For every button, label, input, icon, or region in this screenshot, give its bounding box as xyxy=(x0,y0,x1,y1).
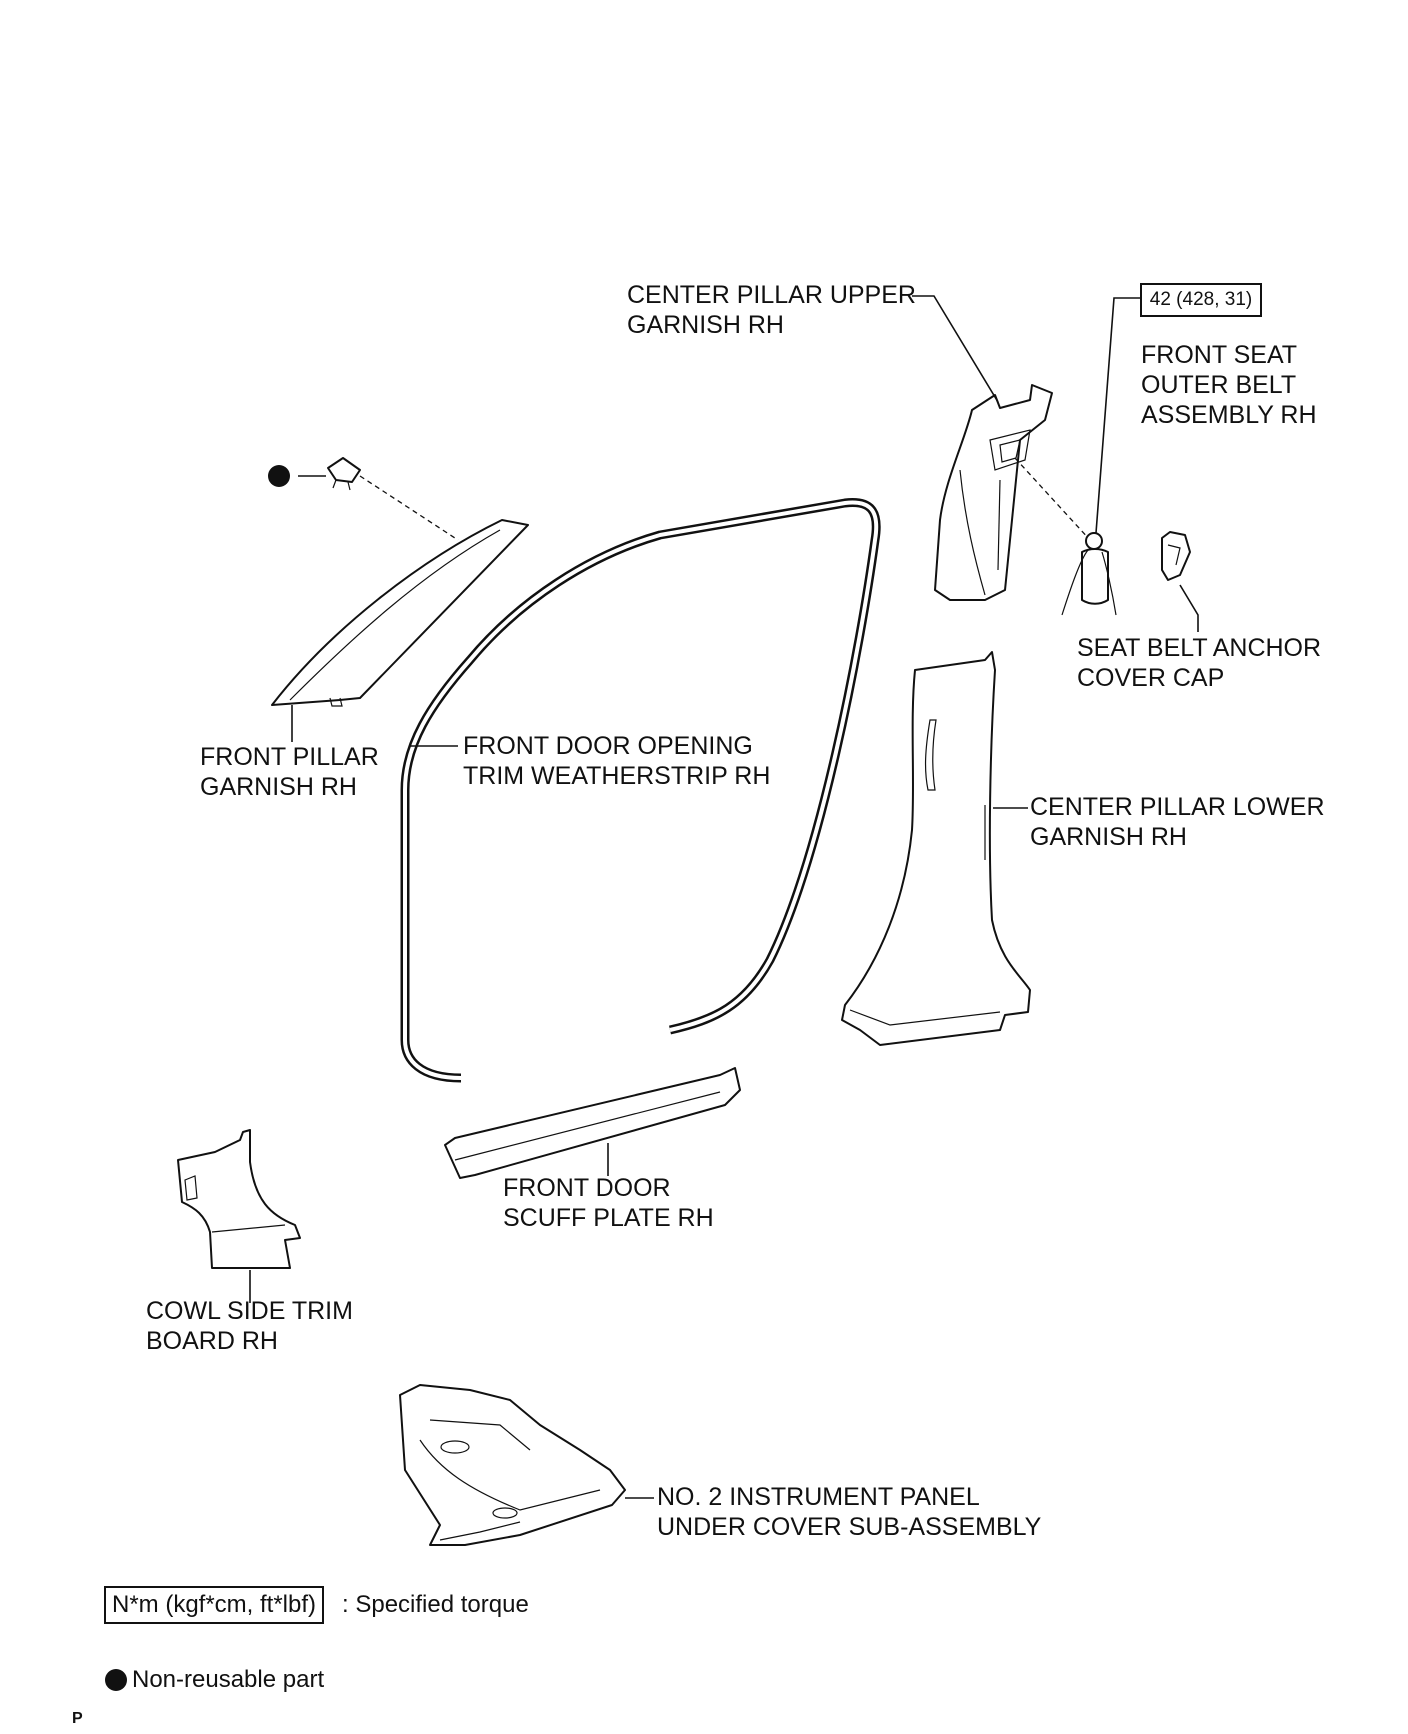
label-line: SEAT BELT ANCHOR xyxy=(1077,634,1322,662)
page-letter: P xyxy=(72,1710,83,1727)
front-door-scuff-plate xyxy=(444,1067,741,1179)
instrument-panel-under-cover xyxy=(399,1384,626,1546)
label-cowl-side-trim: COWL SIDE TRIM BOARD RH xyxy=(146,1296,353,1356)
label-line: FRONT SEAT xyxy=(1141,341,1298,369)
front-seat-belt-anchor xyxy=(1061,532,1117,616)
label-line: GARNISH RH xyxy=(627,311,784,339)
label-line: NO. 2 INSTRUMENT PANEL xyxy=(657,1483,980,1511)
label-line: TRIM WEATHERSTRIP RH xyxy=(463,762,771,790)
front-door-weatherstrip xyxy=(400,498,881,1083)
label-line: FRONT DOOR xyxy=(503,1174,671,1202)
label-instrument-under-cover: NO. 2 INSTRUMENT PANEL UNDER COVER SUB-A… xyxy=(657,1482,1041,1542)
label-line: FRONT DOOR OPENING xyxy=(463,732,753,760)
label-front-seat-belt: FRONT SEAT OUTER BELT ASSEMBLY RH xyxy=(1141,340,1317,430)
front-pillar-garnish xyxy=(271,519,529,707)
label-line: COWL SIDE TRIM xyxy=(146,1297,353,1325)
label-center-pillar-upper: CENTER PILLAR UPPER GARNISH RH xyxy=(627,280,916,340)
center-pillar-lower-garnish xyxy=(841,651,1031,1046)
label-line: CENTER PILLAR UPPER xyxy=(627,281,916,309)
label-center-pillar-lower: CENTER PILLAR LOWER GARNISH RH xyxy=(1030,792,1325,852)
clip-part xyxy=(327,457,361,491)
dashed-clip-to-garnish xyxy=(359,475,459,541)
dashed-upper-to-belt xyxy=(1014,457,1091,541)
label-line: FRONT PILLAR xyxy=(200,743,379,771)
legend-non-reusable-icon xyxy=(105,1669,127,1691)
label-line: UNDER COVER SUB-ASSEMBLY xyxy=(657,1513,1042,1541)
label-line: SCUFF PLATE RH xyxy=(503,1204,714,1232)
torque-value-box: 42 (428, 31) xyxy=(1140,283,1262,317)
label-front-door-scuff: FRONT DOOR SCUFF PLATE RH xyxy=(503,1173,714,1233)
label-line: ASSEMBLY RH xyxy=(1141,401,1317,429)
legend-torque-desc: : Specified torque xyxy=(342,1591,529,1618)
non-reusable-marker-icon xyxy=(268,465,290,487)
cowl-side-trim-board xyxy=(177,1129,301,1269)
label-line: CENTER PILLAR LOWER xyxy=(1030,793,1325,821)
label-seat-belt-anchor-cap: SEAT BELT ANCHOR COVER CAP xyxy=(1077,633,1321,693)
leader-cover-cap xyxy=(1179,584,1199,632)
label-line: COVER CAP xyxy=(1077,664,1225,692)
leader-center-pillar-upper xyxy=(912,295,999,403)
center-pillar-upper-garnish xyxy=(934,384,1053,601)
label-front-door-weatherstrip: FRONT DOOR OPENING TRIM WEATHERSTRIP RH xyxy=(463,731,770,791)
seat-belt-anchor-cover-cap xyxy=(1161,531,1191,581)
label-line: OUTER BELT xyxy=(1141,371,1297,399)
legend-non-reusable-text: Non-reusable part xyxy=(132,1666,325,1693)
label-line: GARNISH RH xyxy=(200,773,357,801)
label-line: BOARD RH xyxy=(146,1327,278,1355)
label-line: GARNISH RH xyxy=(1030,823,1187,851)
leader-torque-to-belt xyxy=(1095,297,1140,534)
label-front-pillar-garnish: FRONT PILLAR GARNISH RH xyxy=(200,742,379,802)
legend-torque-unit-box: N*m (kgf*cm, ft*lbf) xyxy=(104,1586,325,1624)
